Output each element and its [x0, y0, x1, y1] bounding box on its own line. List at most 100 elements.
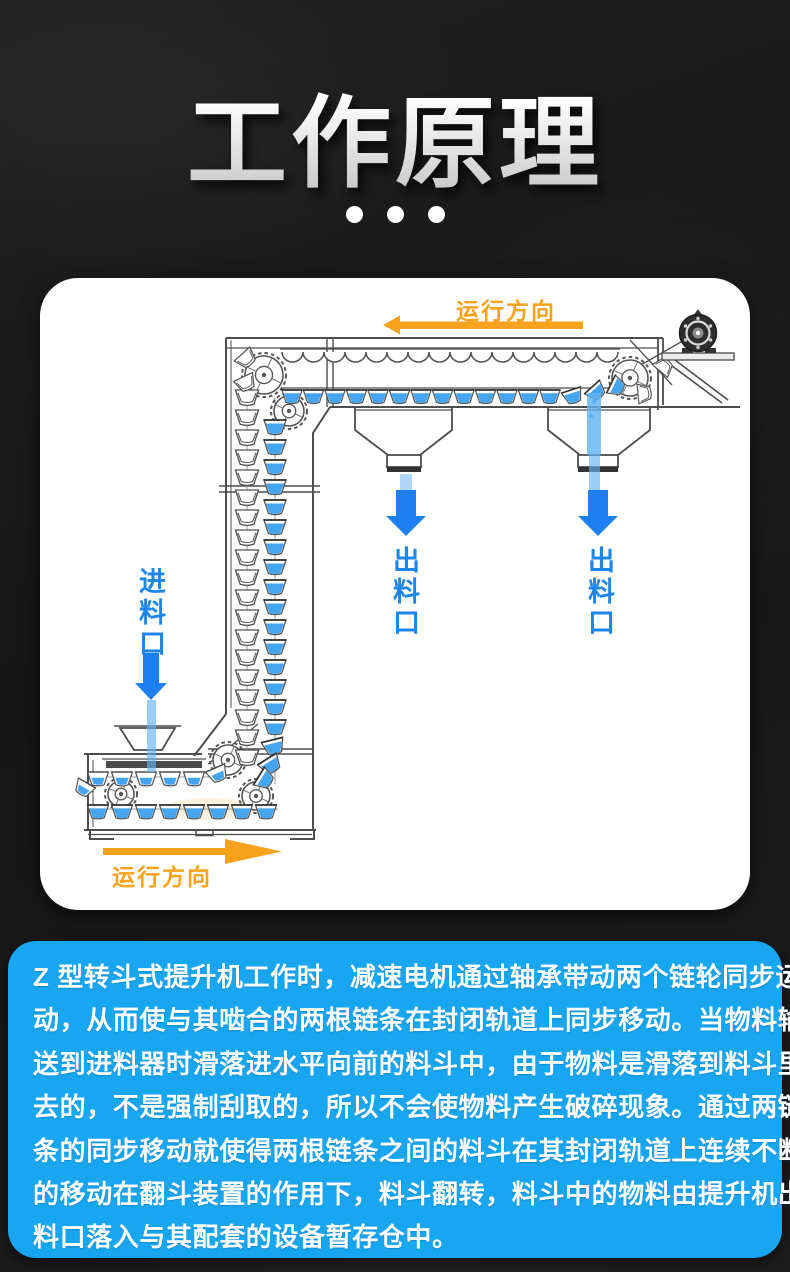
- description-line: 去的，不是强制刮取的，所以不会使物料产生破碎现象。通过两链: [33, 1092, 790, 1123]
- blue-bucket: [496, 389, 518, 405]
- return-bucket-scallops: [281, 351, 619, 363]
- feed-arrow: [135, 653, 167, 772]
- blue-bucket: [367, 389, 389, 405]
- title-dots: [0, 206, 790, 223]
- blue-bucket: [324, 389, 346, 405]
- run-direction-label-bottom: 运行方向: [112, 864, 212, 890]
- blue-bucket: [560, 385, 582, 405]
- empty-bucket: [234, 629, 260, 647]
- description-panel: Z 型转斗式提升机工作时，减速电机通过轴承带动两个链轮同步运 动，从而使与其啮合…: [8, 941, 790, 1258]
- description-line: 料口落入与其配套的设备暂存仓中。: [33, 1222, 459, 1253]
- blue-bucket: [263, 639, 287, 656]
- blue-bucket: [254, 804, 278, 820]
- empty-bucket: [234, 729, 260, 747]
- material-stream-feed: [147, 700, 156, 772]
- empty-bucket: [234, 749, 260, 767]
- blue-bucket: [388, 389, 411, 405]
- blue-bucket: [263, 579, 287, 596]
- discharge-arrow-2: [578, 490, 618, 536]
- blue-bucket: [263, 499, 287, 516]
- diagram-card: 运行方向 运行方向 进料口 出料口 出料口: [40, 278, 750, 910]
- empty-bucket: [234, 689, 260, 707]
- return-bucket-row: [281, 351, 619, 363]
- bucket-elevator-diagram: [75, 309, 740, 864]
- blue-bucket: [539, 389, 561, 405]
- discharge-outlet-label-1: 出料口: [389, 546, 419, 639]
- empty-bucket: [234, 669, 260, 687]
- blue-bucket: [263, 719, 287, 736]
- blue-bucket: [410, 389, 432, 405]
- sprocket-wheel: [238, 778, 274, 814]
- description-line: Z 型转斗式提升机工作时，减速电机通过轴承带动两个链轮同步运: [33, 962, 790, 992]
- half-bucket: [158, 771, 182, 787]
- empty-bucket: [232, 371, 255, 392]
- empty-bucket: [234, 429, 260, 447]
- empty-bucket: [636, 383, 652, 405]
- half-bucket: [75, 777, 97, 798]
- blue-bucket: [474, 389, 497, 405]
- blue-bucket: [182, 804, 206, 820]
- empty-bucket: [234, 389, 260, 407]
- blue-bucket: [263, 539, 287, 556]
- blue-bucket: [263, 439, 287, 456]
- empty-bucket: [234, 649, 260, 667]
- blue-bucket: [263, 459, 287, 476]
- blue-bucket: [134, 804, 158, 820]
- empty-bucket: [234, 709, 260, 727]
- blue-bucket: [263, 479, 287, 496]
- half-bucket: [204, 762, 227, 783]
- blue-bucket: [263, 599, 287, 616]
- sprocket-wheel: [104, 777, 138, 811]
- feed-inlet-label: 进料口: [135, 567, 165, 660]
- blue-bucket: [263, 559, 287, 576]
- blue-bucket: [110, 804, 134, 820]
- discharge-hopper-1: [354, 407, 453, 472]
- material-stream-outlet-1: [400, 474, 412, 490]
- blue-bucket: [517, 389, 540, 405]
- material-stream-outlet-2: [587, 393, 601, 490]
- blue-bucket: [86, 804, 110, 820]
- empty-bucket: [234, 589, 260, 607]
- blue-bucket: [431, 389, 454, 405]
- empty-bucket: [234, 509, 260, 527]
- blue-bucket: [263, 619, 287, 636]
- half-bucket: [134, 771, 158, 787]
- blue-bucket: [345, 389, 368, 405]
- blue-bucket: [453, 389, 475, 405]
- discharge-arrow-1: [386, 490, 426, 536]
- empty-bucket: [233, 345, 256, 369]
- blue-bucket: [263, 519, 287, 536]
- empty-bucket: [234, 609, 260, 627]
- blue-bucket: [605, 374, 626, 396]
- half-bucket: [110, 771, 134, 787]
- run-direction-arrow-bottom: [103, 839, 282, 864]
- sprocket-wheels: [104, 352, 652, 814]
- empty-bucket: [234, 409, 260, 427]
- empty-bucket: [234, 469, 260, 487]
- description-line: 的移动在翻斗装置的作用下，料斗翻转，料斗中的物料由提升机出: [33, 1179, 790, 1210]
- blue-bucket: [230, 804, 254, 820]
- sprocket-wheel: [241, 352, 287, 398]
- description-line: 送到进料器时滑落进水平向前的料斗中，由于物料是滑落到料斗里: [33, 1048, 790, 1079]
- description-line: 动，从而使与其啮合的两根链条在封闭轨道上同步移动。当物料输: [33, 1005, 790, 1036]
- half-bucket: [182, 771, 206, 787]
- empty-bucket: [234, 549, 260, 567]
- bucket-cups: [75, 345, 673, 820]
- empty-bucket: [234, 569, 260, 587]
- blue-bucket: [302, 389, 325, 405]
- blue-bucket: [263, 659, 287, 676]
- page-title: 工作原理: [0, 62, 790, 207]
- empty-bucket: [234, 529, 260, 547]
- blue-bucket: [263, 679, 287, 696]
- half-bucket: [86, 771, 110, 787]
- run-direction-label-top: 运行方向: [456, 298, 556, 324]
- discharge-outlet-label-2: 出料口: [584, 546, 614, 639]
- sprocket-wheel: [270, 392, 308, 430]
- description-line: 条的同步移动就使得两根链条之间的料斗在其封闭轨道上连续不断: [33, 1135, 790, 1166]
- drive-motor: [661, 309, 735, 361]
- blue-bucket: [281, 389, 303, 405]
- blue-bucket: [263, 419, 287, 436]
- blue-bucket: [263, 699, 287, 716]
- empty-bucket: [234, 449, 260, 467]
